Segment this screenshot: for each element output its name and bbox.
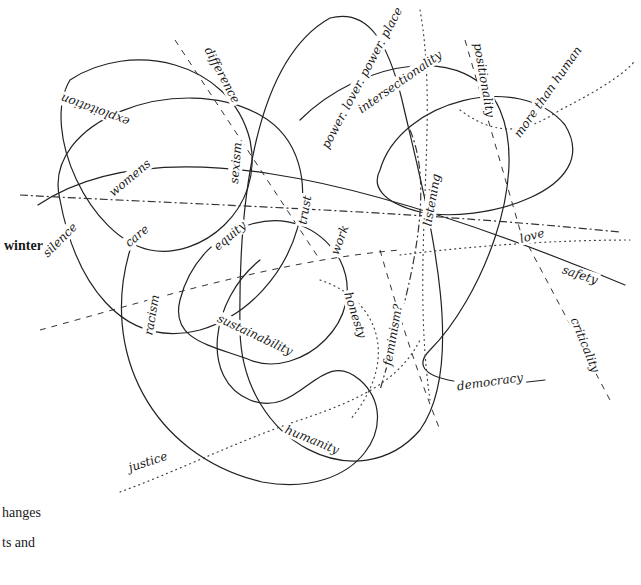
handwritten-word: trust: [295, 192, 315, 227]
handwritten-word: racism: [141, 292, 163, 339]
loop-line: [377, 97, 573, 215]
handwritten-word: care: [121, 221, 154, 252]
dash-dot-line: [380, 130, 421, 390]
handwritten-word: work: [327, 221, 352, 258]
loop-line: [121, 250, 377, 485]
handwritten-word: positionality: [470, 40, 498, 120]
handwritten-word: safety: [559, 262, 602, 288]
dashed-line: [175, 40, 320, 260]
dotted-line: [120, 340, 420, 492]
handwritten-word: democracy: [454, 370, 526, 394]
handwritten-word: love: [516, 225, 548, 246]
handwritten-word: sustainability: [213, 310, 297, 359]
handwritten-word: justice: [125, 448, 171, 475]
handwritten-word: womens: [105, 155, 156, 201]
handwritten-word: equity: [209, 217, 250, 255]
loop-line: [240, 16, 443, 461]
handwritten-word: difference: [200, 43, 243, 108]
text-fragment: ts and: [0, 535, 37, 552]
handwritten-word: listening: [420, 171, 444, 229]
handwritten-word: humanity: [281, 422, 343, 458]
handwritten-word: more than human: [510, 42, 586, 142]
dotted-line: [320, 280, 378, 420]
handwritten-word: criticality: [567, 314, 604, 377]
dash-dot-line: [20, 195, 620, 232]
handwritten-word: honesty: [340, 288, 370, 341]
text-fragment: hanges: [0, 505, 43, 522]
dotted-line: [400, 240, 630, 255]
handwritten-word: sexism: [227, 140, 245, 186]
handwritten-word: exploitation: [57, 90, 133, 130]
handwritten-word: feminism?: [380, 301, 406, 369]
loop-line: [178, 221, 347, 364]
